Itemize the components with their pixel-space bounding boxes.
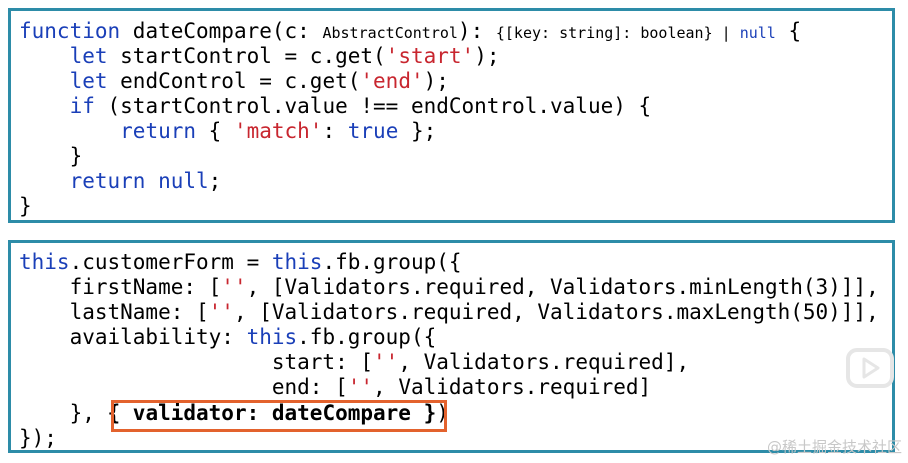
code-block-customer-form: this.customerForm = this.fb.group({ firs… [8, 240, 895, 453]
code-line: } [19, 194, 32, 218]
code-line: } [19, 144, 83, 168]
code-line: this.customerForm = this.fb.group({ [19, 250, 462, 274]
watermark: @稀土掘金技术社区 [766, 438, 902, 456]
code-line: lastName: ['', [Validators.required, Val… [19, 300, 879, 324]
code-line: let startControl = c.get('start'); [69, 44, 500, 68]
code-line: if (startControl.value !== endControl.va… [69, 94, 652, 118]
code-line: return null; [69, 169, 222, 193]
code-line: firstName: ['', [Validators.required, Va… [19, 275, 879, 299]
code-line: return { 'match': true }; [120, 119, 437, 143]
code-line: }); [19, 426, 57, 450]
code-line: start: ['', Validators.required], [19, 350, 690, 374]
code-block-date-compare: function dateCompare(c: AbstractControl)… [8, 8, 895, 223]
play-icon[interactable] [842, 342, 898, 394]
code-line: let endControl = c.get('end'); [69, 69, 449, 93]
code-line: end: ['', Validators.required] [19, 375, 652, 399]
code-line: availability: this.fb.group({ [19, 325, 437, 349]
code-line: function dateCompare(c: AbstractControl)… [19, 19, 802, 43]
validator-highlight-box [111, 400, 447, 432]
validator-highlight-text: { validator: dateCompare } [107, 401, 437, 425]
